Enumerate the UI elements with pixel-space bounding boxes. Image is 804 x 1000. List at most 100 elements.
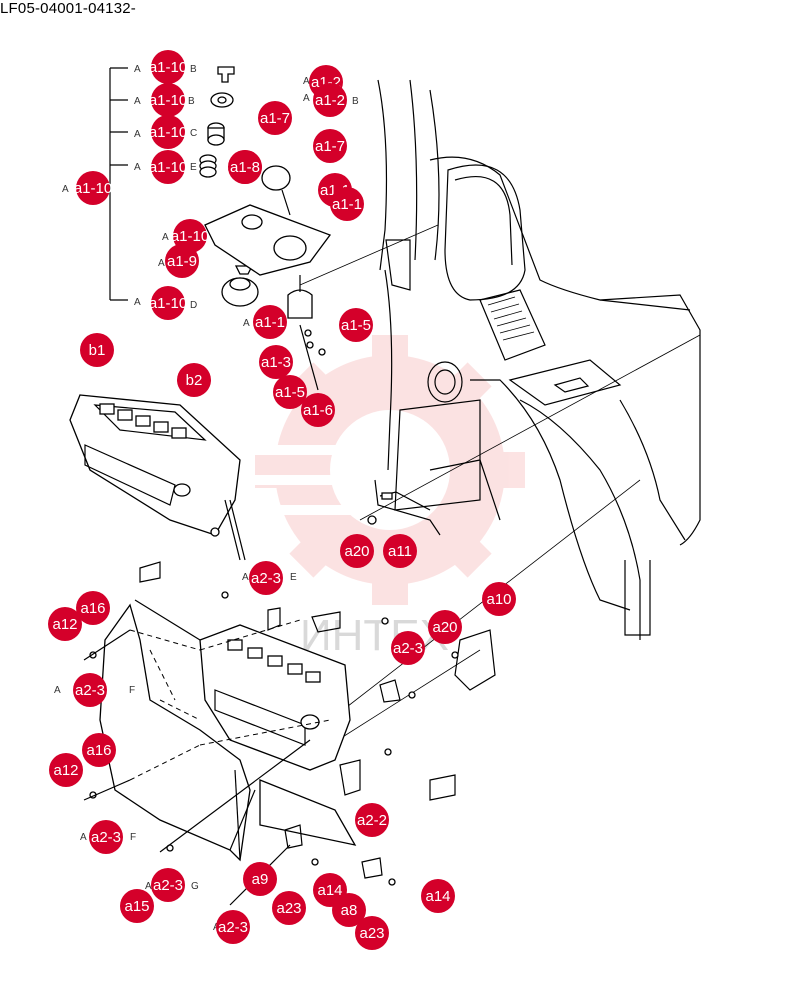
part-callout-a1-5[interactable]: a1-5 [273,375,307,409]
part-callout-a2-3[interactable]: a2-3 [391,631,425,665]
reference-letter: A [62,184,69,195]
callout-marker [228,150,262,184]
part-callout-a2-2[interactable]: a2-2 [355,803,389,837]
reference-letter: F [129,685,135,696]
part-callout-a1-1[interactable]: a1-1 [253,305,287,339]
part-callout-a15[interactable]: a15 [120,889,154,923]
callout-marker [151,150,185,184]
part-callout-a1-9[interactable]: a1-9 [165,244,199,278]
callout-label: a1-10 [149,159,187,176]
part-callout-a1-10[interactable]: a1-10 [74,171,112,205]
callout-marker [76,591,110,625]
part-callout-a12[interactable]: a12 [48,607,82,641]
callout-marker [313,129,347,163]
part-callout-a1-6[interactable]: a1-6 [301,393,335,427]
callout-marker [151,115,185,149]
part-callout-a2-3[interactable]: a2-3 [151,868,185,902]
part-callout-a1-5[interactable]: a1-5 [339,308,373,342]
part-callout-a20[interactable]: a20 [428,610,462,644]
callout-label: a20 [344,543,369,560]
callout-marker [332,893,366,927]
part-callout-a23[interactable]: a23 [355,916,389,950]
upper-console-b1 [69,394,246,561]
vent-grille [487,296,535,341]
callout-label: a14 [317,882,342,899]
reference-letter: G [191,881,199,892]
part-callout-a1-10[interactable]: a1-10 [171,219,209,253]
part-callout-a2-3[interactable]: a2-3 [73,673,107,707]
callout-label: a1-10 [171,228,209,245]
part-callout-a10[interactable]: a10 [482,582,516,616]
reference-letter: A [242,572,249,583]
reference-letter: C [190,128,197,139]
part-callout-a23[interactable]: a23 [272,891,306,925]
part-callout-a1-10[interactable]: a1-10 [149,150,187,184]
callout-label: a1-10 [149,59,187,76]
reference-letter: A [80,832,87,843]
part-callout-a1-3[interactable]: a1-3 [259,345,293,379]
callout-label: a1-7 [315,138,345,155]
part-callout-a12[interactable]: a12 [49,753,83,787]
callout-marker [301,393,335,427]
part-callout-a14[interactable]: a14 [421,879,455,913]
callout-label: a2-3 [153,877,183,894]
callout-label: a23 [276,900,301,917]
mount-bracket-upper [367,479,441,536]
part-callout-a1-10[interactable]: a1-10 [149,50,187,84]
callout-label: a1-10 [149,124,187,141]
reference-letter: A [145,881,152,892]
part-callout-a2-3[interactable]: a2-3 [249,561,283,595]
part-callout-a16[interactable]: a16 [76,591,110,625]
reference-letter: B [190,64,197,75]
reference-letter: A [243,318,250,329]
small-parts [199,66,332,391]
callout-marker [355,803,389,837]
callout-marker [89,820,123,854]
part-callout-a1-1[interactable]: a1-1 [330,187,364,221]
callout-marker [273,375,307,409]
part-callout-a1-8[interactable]: a1-8 [228,150,262,184]
part-callout-a1-2[interactable]: a1-2 [313,83,347,117]
part-callout-a16[interactable]: a16 [82,733,116,767]
part-callout-a1-7[interactable]: a1-7 [258,101,292,135]
reference-letter: B [352,96,359,107]
callout-label: a2-3 [218,919,248,936]
callout-marker [151,50,185,84]
part-callout-a2-3[interactable]: a2-3 [89,820,123,854]
part-callout-b1[interactable]: b1 [80,333,114,367]
document-id: LF05-04001-04132- [0,0,136,17]
reference-letter: F [130,832,136,843]
callout-marker [330,187,364,221]
part-callout-a1-10[interactable]: a1-10 [149,286,187,320]
lower-console-assembly [83,561,496,906]
reference-letter: A [162,232,169,243]
part-callout-a1-10[interactable]: a1-10 [149,83,187,117]
callout-marker [421,879,455,913]
callout-label: a1-8 [230,159,260,176]
callout-label: a2-3 [75,682,105,699]
part-callout-a1-7[interactable]: a1-7 [313,129,347,163]
part-callout-a8[interactable]: a8 [332,893,366,927]
part-callout-a1-10[interactable]: a1-10 [149,115,187,149]
part-callout-b2[interactable]: b2 [177,363,211,397]
callout-label: a1-5 [275,384,305,401]
part-callout-a2-3[interactable]: a2-3 [216,910,250,944]
callout-label: a10 [486,591,511,608]
callout-marker [216,910,250,944]
part-callout-a20[interactable]: a20 [340,534,374,568]
part-callout-a11[interactable]: a11 [383,534,417,568]
callout-marker [76,171,110,205]
callout-marker [428,610,462,644]
callout-marker [80,333,114,367]
callout-label: a16 [80,600,105,617]
reference-letter: A [54,685,61,696]
cab-wall [377,79,701,640]
callout-label: a1-9 [167,253,197,270]
callout-marker [313,83,347,117]
callout-label: a1-3 [261,354,291,371]
part-callout-a9[interactable]: a9 [243,862,277,896]
callout-marker [177,363,211,397]
callout-label: a8 [341,902,358,919]
callout-label: a1-10 [149,295,187,312]
